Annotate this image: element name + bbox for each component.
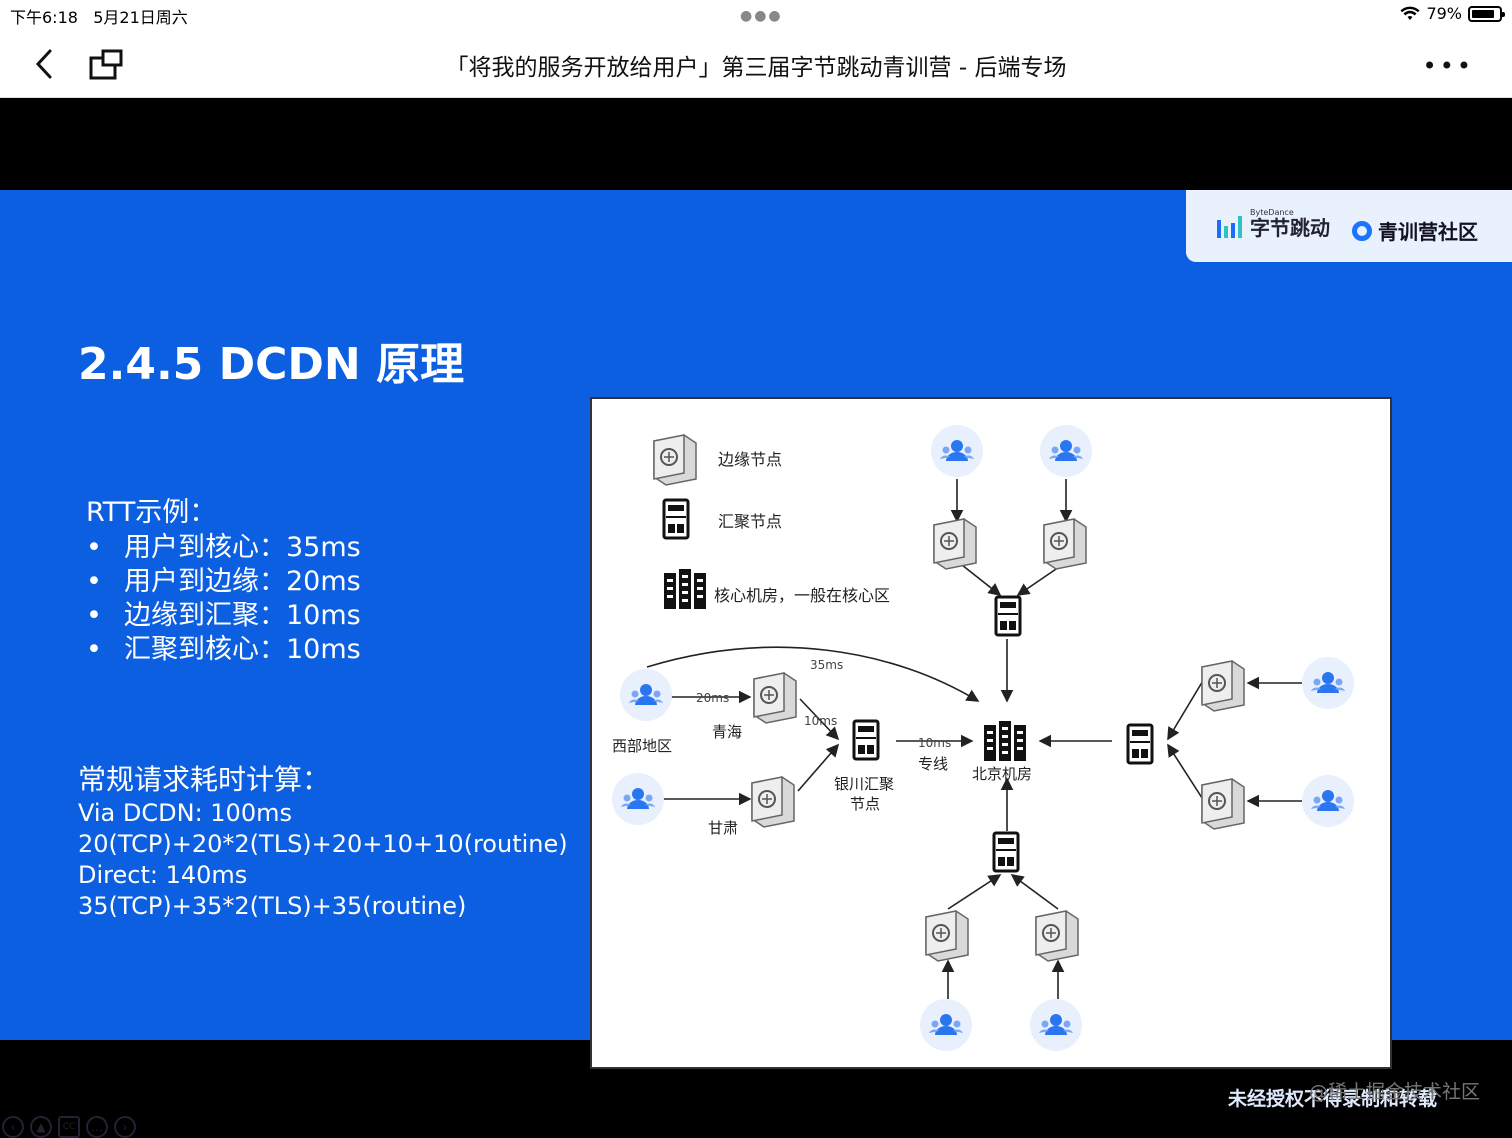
battery-icon bbox=[1468, 5, 1505, 22]
west-region-label: 西部地区 bbox=[612, 737, 672, 755]
latency-10ms-label: 10ms bbox=[804, 714, 837, 728]
user-group-icon bbox=[1030, 999, 1082, 1051]
more-icon[interactable]: … bbox=[86, 1116, 108, 1138]
bytedance-logo-icon bbox=[1217, 215, 1242, 238]
edge-node-icon bbox=[1201, 660, 1245, 712]
slide-controls: ‹ ▲ CC … › bbox=[2, 1116, 136, 1138]
page-title: 「将我的服务开放给用户」第三届字节跳动青训营 - 后端专场 bbox=[445, 55, 1067, 81]
bytedance-small-wordmark: ByteDance bbox=[1250, 208, 1294, 217]
user-group-icon bbox=[1302, 775, 1354, 827]
calc-line: Direct: 140ms bbox=[78, 861, 248, 889]
rtt-section: RTT示例： 用户到核心：35ms 用户到边缘：20ms 边缘到汇聚：10ms … bbox=[86, 490, 361, 667]
mark-icon[interactable]: ▲ bbox=[30, 1116, 52, 1138]
edge-node-icon bbox=[753, 672, 797, 724]
aggregation-node-icon bbox=[992, 831, 1020, 873]
floating-window-icon[interactable] bbox=[86, 46, 126, 82]
brand-banner: 字节跳动 ByteDance 青训营社区 bbox=[1186, 190, 1512, 262]
status-bar: 下午6:18 5月21日周六 ●●● 79% bbox=[0, 0, 1512, 30]
dedicated-line-label: 专线 bbox=[918, 755, 948, 773]
prev-icon[interactable]: ‹ bbox=[2, 1116, 24, 1138]
user-group-icon bbox=[620, 669, 672, 721]
calc-line: Via DCDN: 100ms bbox=[78, 799, 292, 827]
user-group-icon bbox=[931, 425, 983, 477]
dcdn-diagram: 边缘节点 汇聚节点 核心机房，一般在核心区 bbox=[590, 397, 1392, 1069]
battery-percent: 79% bbox=[1426, 4, 1462, 23]
edge-node-icon bbox=[933, 518, 977, 570]
latency-35ms-label: 35ms bbox=[810, 658, 843, 672]
legend-aggregation-label: 汇聚节点 bbox=[718, 512, 782, 531]
qinghai-label: 青海 bbox=[712, 723, 742, 741]
legend-core-datacenter-icon bbox=[664, 569, 706, 609]
more-icon[interactable]: ••• bbox=[1422, 52, 1474, 80]
copyright-watermark: 未经授权不得录制和转载 bbox=[1228, 1088, 1438, 1110]
community-logo-icon bbox=[1352, 220, 1372, 241]
juejin-watermark: @稀土掘金技术社区 bbox=[1308, 1081, 1480, 1103]
status-time: 下午6:18 5月21日周六 bbox=[10, 8, 188, 27]
community-wordmark: 青训营社区 bbox=[1378, 220, 1478, 244]
legend-aggregation-node-icon bbox=[662, 498, 690, 540]
user-group-icon bbox=[612, 773, 664, 825]
user-group-icon bbox=[1040, 425, 1092, 477]
edge-node-icon bbox=[1043, 518, 1087, 570]
rtt-item: 用户到核心：35ms bbox=[86, 531, 361, 565]
yinchuan-label: 银川汇聚 bbox=[834, 775, 894, 793]
navigation-bar: 「将我的服务开放给用户」第三届字节跳动青训营 - 后端专场 ••• bbox=[0, 30, 1512, 98]
edge-node-icon bbox=[751, 776, 795, 828]
edge-node-icon bbox=[1035, 910, 1079, 962]
aggregation-node-icon bbox=[994, 595, 1022, 637]
legend-edge-label: 边缘节点 bbox=[718, 450, 782, 469]
calc-line: 35(TCP)+35*2(TLS)+35(routine) bbox=[78, 892, 467, 920]
beijing-core-datacenter-icon bbox=[984, 721, 1026, 761]
calc-section: 常规请求耗时计算： Via DCDN: 100ms 20(TCP)+20*2(T… bbox=[78, 762, 568, 922]
next-icon[interactable]: › bbox=[114, 1116, 136, 1138]
slide-title: 2.4.5 DCDN 原理 bbox=[78, 339, 465, 390]
yinchuan-aggregation-icon bbox=[852, 719, 880, 761]
rtt-item: 用户到边缘：20ms bbox=[86, 565, 361, 599]
latency-20ms-label: 20ms bbox=[696, 691, 729, 705]
rtt-item: 边缘到汇聚：10ms bbox=[86, 599, 361, 633]
user-group-icon bbox=[920, 999, 972, 1051]
video-player[interactable]: 字节跳动 ByteDance 青训营社区 2.4.5 DCDN 原理 RTT示例… bbox=[0, 98, 1512, 1138]
wifi-icon bbox=[1400, 6, 1420, 20]
slide: 字节跳动 ByteDance 青训营社区 2.4.5 DCDN 原理 RTT示例… bbox=[0, 190, 1512, 1138]
yinchuan-label-2: 节点 bbox=[850, 795, 880, 813]
bytedance-wordmark: 字节跳动 bbox=[1250, 216, 1330, 240]
rtt-heading: RTT示例： bbox=[86, 497, 217, 528]
legend-core-label: 核心机房，一般在核心区 bbox=[714, 586, 890, 605]
calc-line: 20(TCP)+20*2(TLS)+20+10+10(routine) bbox=[78, 830, 568, 858]
legend-edge-node-icon bbox=[653, 434, 697, 486]
aggregation-node-icon bbox=[1126, 723, 1154, 765]
latency-10ms-label: 10ms bbox=[918, 736, 951, 750]
edge-node-icon bbox=[925, 910, 969, 962]
gansu-label: 甘肃 bbox=[708, 819, 738, 837]
calc-heading: 常规请求耗时计算： bbox=[78, 763, 331, 796]
rtt-item: 汇聚到核心：10ms bbox=[86, 633, 361, 667]
back-icon[interactable] bbox=[30, 46, 60, 82]
user-group-icon bbox=[1302, 657, 1354, 709]
cc-icon[interactable]: CC bbox=[58, 1116, 80, 1138]
edge-node-icon bbox=[1201, 778, 1245, 830]
beijing-label: 北京机房 bbox=[972, 765, 1032, 783]
multitask-dots[interactable]: ●●● bbox=[740, 8, 783, 24]
